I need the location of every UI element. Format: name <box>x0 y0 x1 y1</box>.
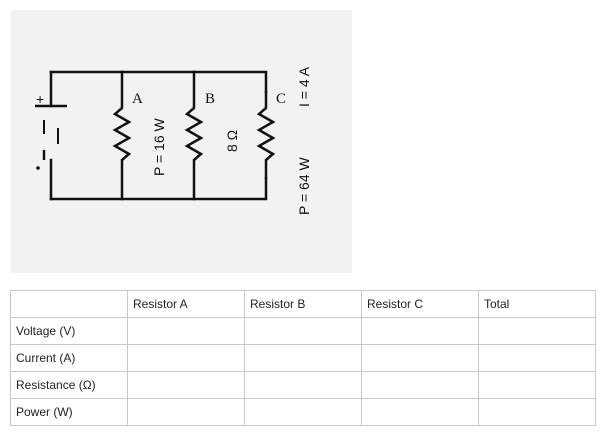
table-corner-cell <box>10 290 128 318</box>
table-cell[interactable] <box>244 317 362 345</box>
table-cell[interactable] <box>244 344 362 372</box>
column-header-resistor-a: Resistor A <box>127 290 245 318</box>
row-label-current: Current (A) <box>10 344 128 372</box>
table-cell[interactable] <box>244 398 362 426</box>
battery-plus-mark: + <box>36 91 44 107</box>
row-label-power: Power (W) <box>10 398 128 426</box>
table-cell[interactable] <box>478 398 596 426</box>
column-header-total: Total <box>478 290 596 318</box>
table-cell[interactable] <box>244 371 362 399</box>
table-cell[interactable] <box>127 317 245 345</box>
resistor-c-zigzag <box>256 90 276 180</box>
battery-terminal-dot <box>36 166 40 170</box>
circuit-diagram: + A B C P = 16 W 8 Ω P = 64 W I = 4 A <box>35 66 312 215</box>
table-row-current: Current (A) <box>10 344 596 372</box>
table-cell[interactable] <box>361 371 479 399</box>
circuit-diagram-panel: + A B C P = 16 W 8 Ω P = 64 W I = 4 A <box>11 10 352 273</box>
column-header-resistor-c: Resistor C <box>361 290 479 318</box>
table-cell[interactable] <box>361 344 479 372</box>
table-row-power: Power (W) <box>10 398 596 426</box>
table-cell[interactable] <box>478 371 596 399</box>
table-row-resistance: Resistance (Ω) <box>10 371 596 399</box>
resistor-b-label: B <box>205 91 215 107</box>
table-cell[interactable] <box>127 398 245 426</box>
resistor-b-zigzag <box>184 70 204 201</box>
resistor-a-zigzag <box>112 70 132 201</box>
top-wire <box>49 70 268 94</box>
table-cell[interactable] <box>127 371 245 399</box>
table-cell[interactable] <box>478 317 596 345</box>
resistor-c-current-note: I = 4 A <box>296 66 312 107</box>
resistor-b-resistance-note: 8 Ω <box>224 130 240 152</box>
table-cell[interactable] <box>478 344 596 372</box>
column-header-resistor-b: Resistor B <box>244 290 362 318</box>
battery-symbol <box>35 104 67 160</box>
table-cell[interactable] <box>361 317 479 345</box>
circuit-values-table: Resistor A Resistor B Resistor C Total V… <box>10 290 596 426</box>
table-header-row: Resistor A Resistor B Resistor C Total <box>10 290 596 318</box>
row-label-voltage: Voltage (V) <box>10 317 128 345</box>
row-label-resistance: Resistance (Ω) <box>10 371 128 399</box>
resistor-c-label: C <box>276 91 286 107</box>
resistor-a-label: A <box>132 91 143 107</box>
table-cell[interactable] <box>361 398 479 426</box>
bottom-wire <box>49 176 268 201</box>
resistor-a-power-note: P = 16 W <box>151 117 167 176</box>
table-cell[interactable] <box>127 344 245 372</box>
resistor-c-power-note: P = 64 W <box>296 156 312 215</box>
table-row-voltage: Voltage (V) <box>10 317 596 345</box>
